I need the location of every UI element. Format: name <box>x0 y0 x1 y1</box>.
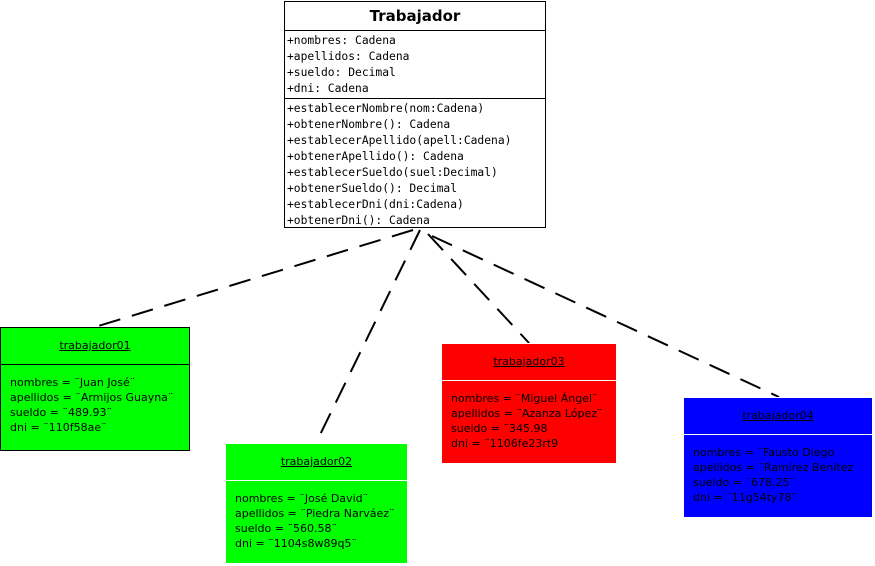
operation: +establecerApellido(apell:Cadena) <box>287 134 512 147</box>
operation: +obtenerSueldo(): Decimal <box>287 182 458 195</box>
operation: +establecerSueldo(suel:Decimal) <box>287 166 498 179</box>
operation: +obtenerNombre(): Cadena <box>287 118 451 131</box>
slot-sueldo: sueldo = ¨678.25¨ <box>693 476 795 489</box>
object-trabajador04[interactable]: trabajador04 nombres = ¨Fausto Diego ape… <box>683 397 873 518</box>
slot-dni: dni = ¨11g54ty78¨ <box>693 491 798 504</box>
link-to-trabajador03 <box>427 233 530 344</box>
slot-nombres: nombres = ¨Fausto Diego <box>693 446 835 459</box>
attribute: +dni: Cadena <box>287 82 369 95</box>
object-trabajador02[interactable]: trabajador02 nombres = ¨José David¨ apel… <box>225 443 408 564</box>
object-name: trabajador03 <box>442 344 616 381</box>
link-to-trabajador02 <box>315 229 421 444</box>
slot-apellidos: apellidos = ¨Azanza López¨ <box>451 407 603 420</box>
attribute: +sueldo: Decimal <box>287 66 396 79</box>
slot-dni: dni = ¨1106fe23rt9 <box>451 437 559 450</box>
operation: +establecerNombre(nom:Cadena) <box>287 102 485 115</box>
link-to-trabajador01 <box>94 229 414 328</box>
class-attributes: +nombres: Cadena +apellidos: Cadena +sue… <box>285 31 545 99</box>
slot-nombres: nombres = ¨Miguel Ángel¨ <box>451 392 598 405</box>
object-name: trabajador02 <box>226 444 407 481</box>
slot-nombres: nombres = ¨José David¨ <box>235 492 369 505</box>
object-slots: nombres = ¨Juan José¨ apellidos = ¨Armij… <box>1 365 189 435</box>
object-name: trabajador01 <box>1 328 189 365</box>
operation: +establecerDni(dni:Cadena) <box>287 198 464 211</box>
object-slots: nombres = ¨José David¨ apellidos = ¨Pied… <box>226 481 407 551</box>
link-to-trabajador04 <box>431 235 780 398</box>
slot-sueldo: sueldo = ¨489.93¨ <box>10 406 112 419</box>
slot-apellidos: apellidos = ¨Ramírez Benítez <box>693 461 854 474</box>
operation: +obtenerApellido(): Cadena <box>287 150 464 163</box>
class-operations: +establecerNombre(nom:Cadena) +obtenerNo… <box>285 99 545 229</box>
object-trabajador03[interactable]: trabajador03 nombres = ¨Miguel Ángel¨ ap… <box>441 343 617 464</box>
attribute: +apellidos: Cadena <box>287 50 410 63</box>
slot-dni: dni = ¨110f58ae¨ <box>10 421 107 434</box>
slot-apellidos: apellidos = ¨Piedra Narváez¨ <box>235 507 395 520</box>
object-name: trabajador04 <box>684 398 872 435</box>
slot-sueldo: sueldo = ¨345.98 <box>451 422 548 435</box>
slot-apellidos: apellidos = ¨Armijos Guayna¨ <box>10 391 174 404</box>
object-slots: nombres = ¨Miguel Ángel¨ apellidos = ¨Az… <box>442 381 616 451</box>
class-name: Trabajador <box>285 2 545 31</box>
operation: +obtenerDni(): Cadena <box>287 214 430 227</box>
slot-nombres: nombres = ¨Juan José¨ <box>10 376 136 389</box>
object-slots: nombres = ¨Fausto Diego apellidos = ¨Ram… <box>684 435 872 505</box>
attribute: +nombres: Cadena <box>287 34 396 47</box>
object-trabajador01[interactable]: trabajador01 nombres = ¨Juan José¨ apell… <box>0 327 190 451</box>
slot-sueldo: sueldo = ¨560.58¨ <box>235 522 337 535</box>
class-trabajador[interactable]: Trabajador +nombres: Cadena +apellidos: … <box>284 1 546 228</box>
slot-dni: dni = ¨1104s8w89q5¨ <box>235 537 357 550</box>
